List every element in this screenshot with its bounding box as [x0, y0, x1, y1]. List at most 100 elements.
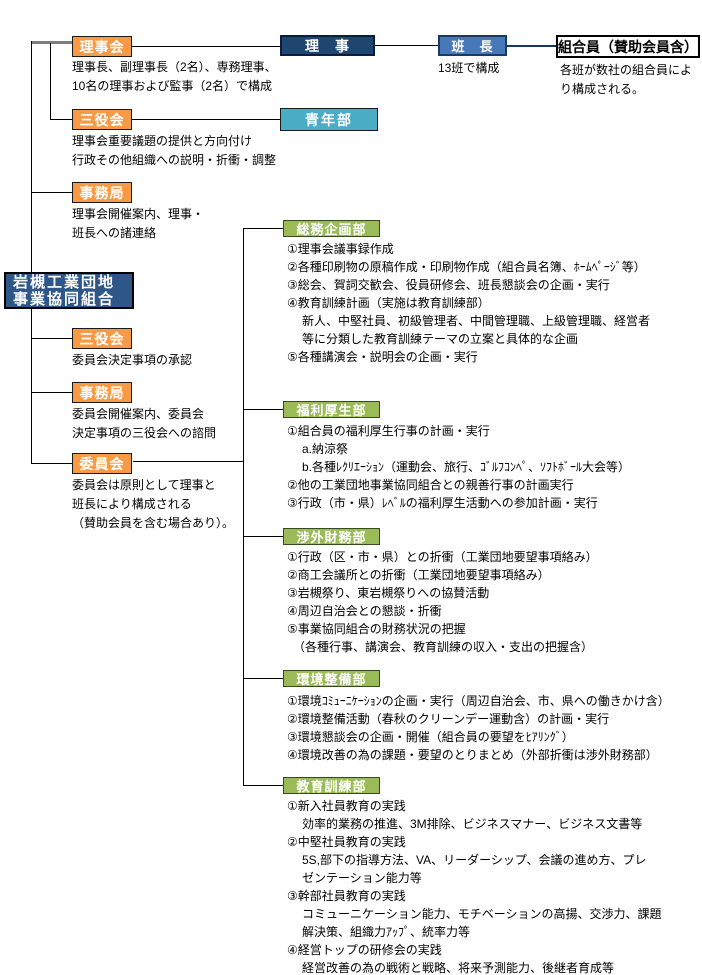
dept-box-kyoiku: 教育訓練部 — [283, 777, 380, 794]
dept-line: a.納涼祭 — [302, 442, 349, 456]
desc-line: 各班が数社の組合員によ — [560, 63, 693, 77]
desc-line: 10名の理事および監事（2名）で構成 — [72, 79, 273, 93]
dept-line: 新人、中堅社員、初級管理者、中間管理職、上級管理職、経営者 — [302, 314, 651, 328]
connector-sanyakukai-seinenbu — [132, 119, 280, 120]
node-box-kumiaiin: 組合員（賛助会員含） — [556, 35, 700, 58]
connector-branch-kankyo — [243, 678, 283, 679]
node-box-sanyakukai-lower: 三役会 — [72, 328, 132, 349]
desc-sanyakukai-lower: 委員会決定事項の承認 — [72, 351, 192, 370]
dept-line: ②他の工業団地事業協同組合との親善行事の計画実行 — [287, 478, 574, 492]
main-org-line2: 事業協同組合 — [13, 290, 116, 308]
connector-jimukyoku-top — [31, 192, 72, 193]
connector-jimukyoku-lower — [31, 392, 72, 393]
dept-line: ⑤各種講演会・説明会の企画・実行 — [287, 350, 478, 364]
dept-line: ①環境ｺﾐｭｰﾆｹｰｼｮﾝの企画・実行（周辺自治会、市、県への働きかけ含） — [287, 694, 670, 708]
desc-line: 理事会開催案内、理事・ — [72, 207, 205, 221]
dept-line: 効率的業務の推進、3M排除、ビジネスマナー、ビジネス文書等 — [302, 817, 643, 831]
node-box-main-org: 岩槻工業団地 事業協同組合 — [4, 272, 134, 309]
node-box-hancho: 班 長 — [438, 35, 507, 56]
desc-line: 委員会は原則として理事と — [72, 478, 216, 492]
desc-iinkai: 委員会は原則として理事と 班長により構成される （賛助会員を含む場合あり）。 — [72, 476, 234, 533]
desc-kumiaiin: 各班が数社の組合員によ り構成される。 — [560, 61, 692, 99]
desc-rijikai: 理事長、副理事長（2名）、専務理事、 10名の理事および監事（2名）で構成 — [72, 58, 277, 96]
dept-box-shogai: 渉外財務部 — [283, 528, 380, 545]
connector-trunk — [31, 41, 32, 464]
node-label-jimukyoku-lower: 事務局 — [79, 384, 125, 401]
dept-line: 経営改善の為の戦術と戦略、将来予測能力、後継者育成等 — [302, 961, 615, 975]
dept-line: ②商工会議所との折衝（工業団地要望事項絡み） — [287, 568, 550, 582]
node-box-jimukyoku-lower: 事務局 — [72, 382, 132, 403]
dept-label-somu: 総務企画部 — [296, 222, 367, 237]
dept-label-kyoiku: 教育訓練部 — [296, 779, 367, 794]
connector-rijikai-riji — [132, 46, 280, 47]
dept-lines-fukuri: ①組合員の福利厚生行事の計画・実行 a.納涼祭 b.各種ﾚｸﾘｴｰｼｮﾝ（運動会… — [287, 422, 630, 512]
connector-iinkai-bracket — [133, 461, 243, 462]
node-label-sanyakukai-lower: 三役会 — [79, 330, 125, 347]
node-label-sanyakukai-top: 三役会 — [79, 111, 125, 128]
dept-line: ①行政（区・市・県）との折衝（工業団地要望事項絡み） — [287, 550, 598, 564]
node-box-riji: 理 事 — [280, 35, 375, 56]
connector-branch-shogai — [243, 536, 283, 537]
dept-line: ④環境改善の為の課題・要望のとりまとめ（外部折衝は渉外財務部） — [287, 748, 658, 762]
connector-sanyakukai-vertical — [50, 43, 51, 119]
node-label-riji: 理 事 — [305, 37, 350, 54]
desc-line: （賛助会員を含む場合あり）。 — [72, 516, 235, 530]
desc-line: 理事会重要議題の提供と方向付け — [72, 134, 253, 148]
desc-line: 行政その他組織への説明・折衝・調整 — [72, 153, 277, 167]
connector-sanyakukai-lower — [31, 338, 72, 339]
dept-lines-kankyo: ①環境ｺﾐｭｰﾆｹｰｼｮﾝの企画・実行（周辺自治会、市、県への働きかけ含） ②環… — [287, 692, 670, 764]
desc-sanyakukai-top: 理事会重要議題の提供と方向付け 行政その他組織への説明・折衝・調整 — [72, 132, 276, 170]
dept-line: 等に分類した教育訓練テーマの立案と具体的な企画 — [302, 332, 579, 346]
connector-riji-hancho — [375, 45, 438, 46]
dept-line: ①理事会議事録作成 — [287, 242, 394, 256]
main-org-line1: 岩槻工業団地 — [13, 273, 116, 291]
dept-label-shogai: 渉外財務部 — [296, 530, 367, 545]
dept-line: b.各種ﾚｸﾘｴｰｼｮﾝ（運動会、旅行、ｺﾞﾙﾌｺﾝﾍﾟ、ｿﾌﾄﾎﾞｰﾙ大会等） — [302, 460, 631, 474]
dept-label-fukuri: 福利厚生部 — [296, 403, 367, 418]
desc-jimukyoku-top: 理事会開催案内、理事・ 班長への諸連絡 — [72, 205, 204, 243]
dept-line: ①新入社員教育の実践 — [287, 799, 406, 813]
connector-iinkai — [31, 463, 72, 464]
dept-line: ①組合員の福利厚生行事の計画・実行 — [287, 424, 490, 438]
desc-line: 班長により構成される — [72, 497, 192, 511]
dept-line: ②各種印刷物の原稿作成・印刷物作成（組合員名簿、ﾎｰﾑﾍﾟｰｼﾞ等） — [287, 260, 646, 274]
node-box-sanyakukai-top: 三役会 — [72, 109, 132, 130]
connector-branch-somu — [243, 228, 283, 229]
node-label-jimukyoku-top: 事務局 — [79, 184, 125, 201]
dept-line: ④教育訓練計画（実施は教育訓練部） — [287, 296, 490, 310]
desc-jimukyoku-lower: 委員会開催案内、委員会 決定事項の三役会への諮問 — [72, 405, 216, 443]
dept-line: ③行政（市・県）ﾚﾍﾞﾙの福利厚生活動への参加計画・実行 — [287, 496, 598, 510]
node-label-seinenbu: 青年部 — [305, 111, 353, 128]
dept-line: 5S,部下の指導方法、VA、リーダーシップ、会議の進め方、プレ — [302, 853, 647, 867]
node-box-iinkai: 委員会 — [72, 453, 132, 474]
node-label-iinkai: 委員会 — [79, 455, 125, 472]
dept-line: ④経営トップの研修会の実践 — [287, 943, 442, 957]
dept-label-kankyo: 環境整備部 — [296, 672, 367, 687]
connector-hancho-kumiaiin — [507, 45, 556, 47]
node-label-hancho: 班 長 — [451, 39, 494, 54]
connector-branch-fukuri — [243, 409, 283, 410]
node-label-rijikai: 理事会 — [79, 38, 125, 55]
connector-branch-kyoiku — [243, 785, 283, 786]
dept-lines-shogai: ①行政（区・市・県）との折衝（工業団地要望事項絡み） ②商工会議所との折衝（工業… — [287, 548, 598, 656]
dept-lines-kyoiku: ①新入社員教育の実践 効率的業務の推進、3M排除、ビジネスマナー、ビジネス文書等… — [287, 797, 662, 975]
node-box-jimukyoku-top: 事務局 — [72, 182, 132, 203]
dept-line: ②環境整備活動（春秋のクリーンデー運動含）の計画・実行 — [287, 712, 610, 726]
dept-line: ③幹部社員教育の実践 — [287, 889, 406, 903]
desc-line: 13班で構成 — [438, 61, 500, 75]
connector-bracket-vertical — [243, 228, 244, 785]
dept-line: ④周辺自治会との懇談・折衝 — [287, 604, 442, 618]
node-label-kumiaiin: 組合員（賛助会員含） — [558, 38, 698, 55]
connector-root-rijikai — [31, 41, 72, 44]
dept-box-fukuri: 福利厚生部 — [283, 401, 380, 418]
desc-line: 班長への諸連絡 — [72, 226, 157, 240]
desc-line: 決定事項の三役会への諮問 — [72, 426, 217, 440]
connector-sanyakukai-horizontal — [50, 119, 72, 120]
node-box-seinenbu: 青年部 — [280, 108, 378, 131]
dept-box-kankyo: 環境整備部 — [283, 670, 380, 687]
dept-line: ②中堅社員教育の実践 — [287, 835, 406, 849]
desc-line: 委員会開催案内、委員会 — [72, 407, 205, 421]
dept-line: ⑤事業協同組合の財務状況の把握 — [287, 622, 466, 636]
desc-line: り構成される。 — [560, 82, 645, 96]
dept-line: ③環境懇談会の企画・開催（組合員の要望をﾋｱﾘﾝｸﾞ） — [287, 730, 574, 744]
